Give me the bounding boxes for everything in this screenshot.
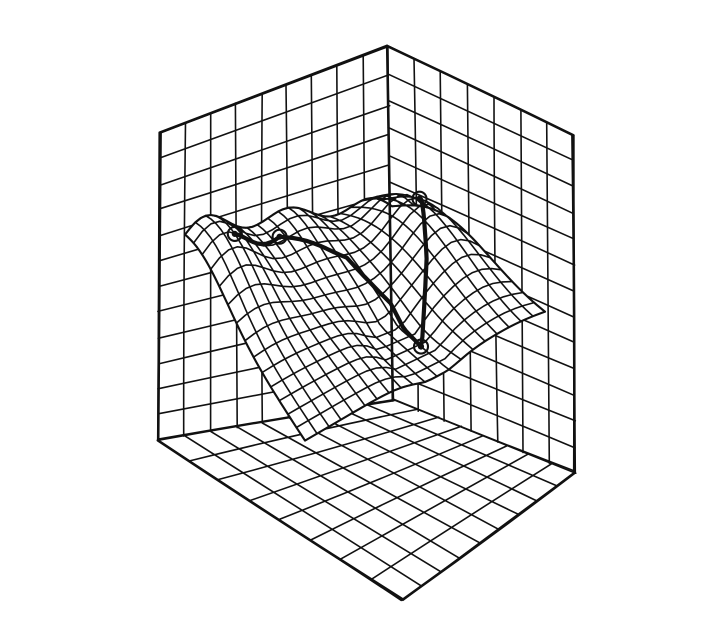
surface-parallel xyxy=(269,267,503,388)
right-wall-grid-line xyxy=(387,73,575,162)
surface-parallel xyxy=(295,301,535,429)
left-top-edge xyxy=(158,44,389,134)
right-wall-grid-line xyxy=(387,126,574,215)
minima-markers xyxy=(226,190,430,355)
right-wall-grid-line xyxy=(388,154,575,240)
left-wall-grid-line xyxy=(158,74,390,159)
box-frame-edges xyxy=(156,44,576,601)
surface-parallel xyxy=(252,238,481,358)
floor-front-left-edge xyxy=(156,439,404,601)
right-vertical-edge xyxy=(571,134,576,475)
minimum-marker-3 xyxy=(412,338,430,355)
surface-parallel xyxy=(244,224,470,342)
floor-grid-line xyxy=(339,452,530,561)
left-vertical-edge xyxy=(156,131,162,442)
minimum-marker-center-3 xyxy=(417,343,425,350)
floor-grid-line xyxy=(248,425,463,502)
surface-parallel xyxy=(261,253,492,374)
minimum-marker-1 xyxy=(226,225,243,242)
back-corner-edge xyxy=(385,44,395,401)
left-wall-grid-line xyxy=(158,164,390,237)
minimum-marker-4 xyxy=(411,190,428,207)
right-wall-grid-line xyxy=(388,181,576,266)
right-wall-grid-line xyxy=(520,108,524,454)
floor-front-right-edge xyxy=(401,471,576,601)
minimum-marker-center-4 xyxy=(416,195,423,202)
minimum-marker-2 xyxy=(271,228,288,245)
surface-parallel xyxy=(278,280,513,402)
minimum-marker-center-2 xyxy=(276,233,283,240)
surface-parallel xyxy=(287,291,524,415)
surface-outline xyxy=(183,196,547,442)
right-wall-grid-line xyxy=(387,99,574,187)
surface-parallel xyxy=(235,212,459,324)
surface-parallel xyxy=(218,197,437,288)
left-wall-grid-line xyxy=(159,104,391,186)
minimum-marker-center-1 xyxy=(231,230,238,237)
floor-grid-line xyxy=(369,462,553,581)
right-wall-grid-line xyxy=(545,122,551,464)
floor-grid-line xyxy=(278,434,484,521)
surface-parallel xyxy=(192,194,404,244)
floor-grid-line xyxy=(217,416,440,481)
surface-parallel xyxy=(227,203,448,306)
floor-grid-line xyxy=(309,445,508,541)
left-wall-grid-line xyxy=(158,133,390,210)
right-top-edge xyxy=(385,44,575,137)
floor-grid xyxy=(156,398,576,602)
